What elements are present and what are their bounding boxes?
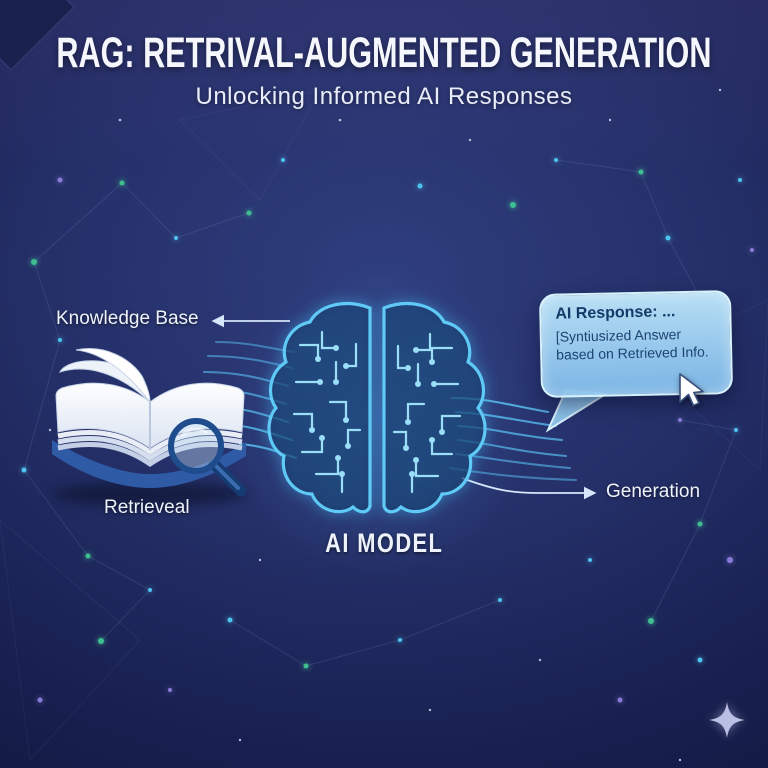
generation-label: Generation — [606, 481, 701, 502]
knowledge-base-label: Knowledge Base — [56, 308, 199, 329]
brain-circuits — [292, 330, 462, 494]
page-title: RAG: RETRIVAL-AUGMENTED GENERATION — [56, 30, 712, 78]
page-subtitle: Unlocking Informed AI Responses — [195, 83, 573, 110]
magnifier-icon — [168, 418, 247, 497]
cursor-icon — [679, 373, 704, 407]
ai-model-label: AI MODEL — [324, 527, 444, 558]
retrieval-label: Retrieveal — [104, 497, 190, 518]
bubble-title: AI Response: ... — [555, 303, 676, 323]
bubble-body-line2: based on Retrieved Info. — [556, 343, 709, 363]
brain-icon — [267, 302, 487, 514]
header: RAG: RETRIVAL-AUGMENTED GENERATION Unloc… — [0, 30, 768, 111]
sparkle-logo — [709, 702, 745, 738]
generation-arrow — [461, 477, 597, 500]
